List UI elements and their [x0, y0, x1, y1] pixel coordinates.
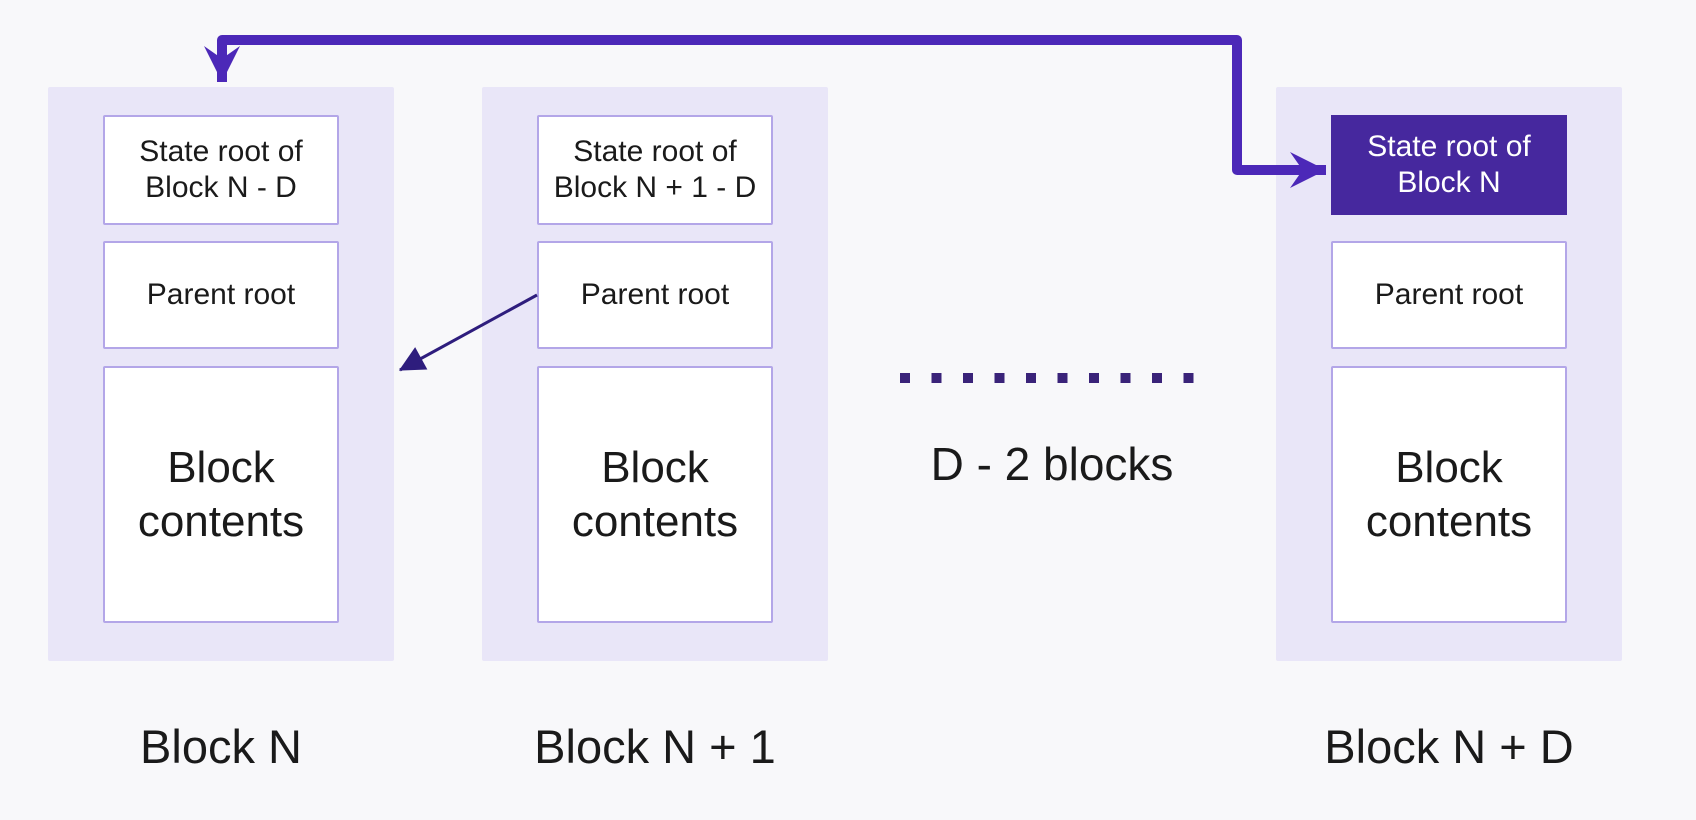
block-n1-label: Block N + 1	[534, 719, 776, 773]
block-n-state-root-cell: State root of Block N - D	[103, 115, 339, 225]
block-n1-parent-root-cell: Parent root	[537, 241, 773, 349]
block-nd-contents-cell: Block contents	[1331, 366, 1567, 623]
block-n1-contents-cell: Block contents	[537, 366, 773, 623]
block-n1-container: State root of Block N + 1 - D Parent roo…	[482, 87, 828, 661]
block-n1-state-root-cell: State root of Block N + 1 - D	[537, 115, 773, 225]
block-n-label: Block N	[140, 719, 302, 773]
block-n-parent-root-cell: Parent root	[103, 241, 339, 349]
block-n-container: State root of Block N - D Parent root Bl…	[48, 87, 394, 661]
block-n-contents-cell: Block contents	[103, 366, 339, 623]
block-nd-label: Block N + D	[1324, 719, 1574, 773]
block-nd-state-root-cell-highlighted: State root of Block N	[1331, 115, 1567, 215]
block-nd-parent-root-cell: Parent root	[1331, 241, 1567, 349]
ellipsis-label: D - 2 blocks	[930, 438, 1174, 490]
block-nd-container: State root of Block N Parent root Block …	[1276, 87, 1622, 661]
